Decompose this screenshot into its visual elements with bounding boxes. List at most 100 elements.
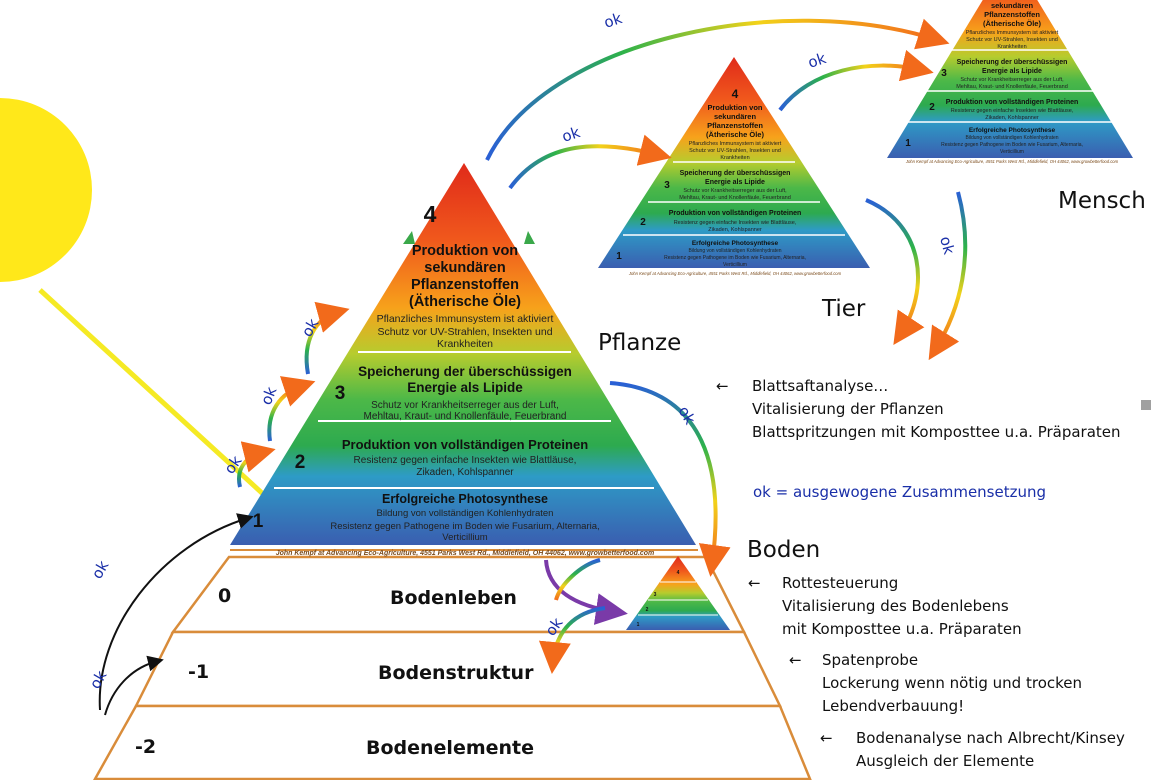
arrow-soil-down bbox=[538, 606, 606, 674]
animal-tier4-desc-3: Krankheiten bbox=[720, 155, 749, 161]
ok-label-human-down: ok bbox=[936, 234, 958, 256]
note-spaten-line-1: Spatenprobe bbox=[822, 651, 919, 669]
animal-tier1-desc-2: Resistenz gegen Pathogene im Boden wie F… bbox=[664, 255, 806, 261]
tier1-number: 1 bbox=[253, 511, 264, 532]
soil-layer-2 bbox=[93, 704, 812, 780]
note-rotte-line-1: Rottesteuerung bbox=[782, 574, 899, 592]
note-plant: Blattsaftanalyse… Vitalisierung der Pfla… bbox=[752, 375, 1121, 444]
legend-ok: ok = ausgewogene Zusammensetzung bbox=[753, 483, 1047, 501]
soil-layer-0-number: 0 bbox=[218, 585, 231, 607]
note-spaten-line-3: Lebendverbauung! bbox=[822, 697, 965, 715]
decorative-square bbox=[1141, 400, 1151, 410]
tier4-title-3: Pflanzenstoffen bbox=[411, 277, 519, 293]
human-tier4-title-3: Pflanzenstoffen bbox=[984, 10, 1040, 19]
tier3-title-2: Energie als Lipide bbox=[407, 380, 523, 395]
human-tier3-title-1: Speicherung der überschüssigen bbox=[957, 59, 1068, 66]
tier3-desc-2: Mehltau, Kraut- und Knollenfäule, Feuerb… bbox=[364, 411, 567, 422]
tier3-number: 3 bbox=[335, 383, 346, 404]
tier2-number: 2 bbox=[295, 452, 306, 473]
arrow-plant-to-soil bbox=[609, 381, 731, 577]
ok-label-tier3: ok bbox=[298, 315, 323, 340]
note-rotte-line-3: mit Komposttee u.a. Präparaten bbox=[782, 620, 1022, 638]
soil-life-tier2-number: 2 bbox=[646, 607, 649, 613]
note-boden: Bodenanalyse nach Albrecht/Kinsey Ausgle… bbox=[856, 727, 1125, 773]
human-tier4-desc-3: Krankheiten bbox=[997, 44, 1026, 50]
ok-label-soil-inner: ok bbox=[86, 667, 111, 692]
human-tier1-desc-3: Verticillium bbox=[1000, 149, 1024, 155]
note-boden-line-1: Bodenanalyse nach Albrecht/Kinsey bbox=[856, 729, 1125, 747]
soil-life-tier1-number: 1 bbox=[637, 622, 640, 628]
tier4-number: 4 bbox=[424, 201, 437, 227]
animal-tier4-title-2: sekundären bbox=[714, 112, 757, 121]
soil-life-tier4-number: 4 bbox=[677, 570, 680, 576]
animal-tier4-number: 4 bbox=[732, 87, 739, 101]
animal-tier4-title-1: Produktion von bbox=[708, 103, 763, 112]
human-tier4-desc-1: Pflanzliches Immunsystem ist aktiviert bbox=[966, 30, 1059, 36]
soil-life-tier3-number: 3 bbox=[654, 592, 657, 598]
human-tier2-desc-2: Zikaden, Kohlspanner bbox=[985, 115, 1039, 121]
black-arrow-inner bbox=[104, 655, 164, 716]
ok-arrow-3 bbox=[304, 301, 350, 375]
animal-tier4-title-4: (Ätherische Öle) bbox=[706, 130, 764, 139]
tier4-title-4: (Ätherische Öle) bbox=[409, 293, 521, 310]
human-tier3-desc-1: Schutz vor Krankheitserreger aus der Luf… bbox=[960, 77, 1064, 83]
animal-tier1-number: 1 bbox=[616, 251, 622, 262]
human-tier3-number: 3 bbox=[941, 68, 947, 79]
note-plant-line-3: Blattspritzungen mit Komposttee u.a. Prä… bbox=[752, 423, 1121, 441]
tier2-title-1: Produktion von vollständigen Proteinen bbox=[342, 437, 588, 452]
note-rotte-line-2: Vitalisierung des Bodenlebens bbox=[782, 597, 1009, 615]
tier3-desc-1: Schutz vor Krankheitserreger aus der Luf… bbox=[371, 400, 559, 411]
soil-life-pyramid bbox=[626, 556, 730, 630]
tier2-desc-2: Zikaden, Kohlspanner bbox=[416, 467, 514, 478]
human-tier1-title-1: Erfolgreiche Photosynthese bbox=[969, 127, 1056, 134]
note-plant-line-1: Blattsaftanalyse… bbox=[752, 377, 889, 395]
ok-label-plant-animal: ok bbox=[560, 123, 583, 146]
soil-layer-0-name: Bodenleben bbox=[390, 587, 517, 609]
soil-layer-1-number: -1 bbox=[188, 661, 209, 683]
tier4-desc-2: Schutz vor UV-Strahlen, Insekten und bbox=[377, 326, 552, 338]
human-pyramid bbox=[887, 0, 1133, 158]
human-tier2-number: 2 bbox=[929, 102, 935, 113]
sun bbox=[0, 98, 92, 282]
sun-ray-arrow bbox=[38, 288, 298, 526]
plant-pyramid-body bbox=[230, 163, 696, 545]
arrow-plant-to-animal bbox=[508, 134, 672, 190]
animal-tier1-title-1: Erfolgreiche Photosynthese bbox=[692, 240, 779, 247]
animal-tier3-title-1: Speicherung der überschüssigen bbox=[680, 170, 791, 177]
animal-tier3-desc-1: Schutz vor Krankheitserreger aus der Luf… bbox=[683, 188, 787, 194]
animal-tier1-desc-1: Bildung von vollständigen Kohlenhydraten bbox=[688, 248, 781, 254]
ok-arrow-2 bbox=[267, 376, 316, 442]
tier4-desc-1: Pflanzliches Immunsystem ist aktiviert bbox=[377, 313, 554, 325]
arrow-animal-down bbox=[865, 198, 925, 345]
animal-tier2-number: 2 bbox=[640, 217, 646, 228]
note-rotte-arrow: ← bbox=[748, 574, 761, 592]
note-plant-arrow: ← bbox=[716, 377, 729, 395]
ok-arrow-1 bbox=[237, 441, 276, 488]
note-spaten: Spatenprobe Lockerung wenn nötig und tro… bbox=[822, 649, 1082, 718]
human-tier1-desc-1: Bildung von vollständigen Kohlenhydraten bbox=[965, 135, 1058, 141]
label-pflanze: Pflanze bbox=[598, 330, 682, 356]
note-boden-line-2: Ausgleich der Elemente bbox=[856, 752, 1035, 770]
animal-tier2-title-1: Produktion von vollständigen Proteinen bbox=[669, 210, 802, 217]
note-rotte: Rottesteuerung Vitalisierung des Bodenle… bbox=[782, 572, 1022, 641]
arrow-plant-to-human bbox=[485, 18, 950, 161]
human-tier4-title-2: sekundären bbox=[991, 1, 1034, 10]
human-tier2-title-1: Produktion von vollständigen Proteinen bbox=[946, 99, 1079, 106]
plant-credit: John Kempf at Advancing Eco-Agriculture,… bbox=[276, 550, 655, 557]
ok-label-top: ok bbox=[602, 9, 625, 32]
tier1-desc-3: Verticillium bbox=[442, 532, 487, 543]
tier4-desc-3: Krankheiten bbox=[437, 338, 493, 350]
note-spaten-arrow: ← bbox=[789, 651, 802, 669]
human-credit: John Kempf at Advancing Eco-Agriculture,… bbox=[905, 159, 1119, 164]
arrow-human-down bbox=[928, 191, 968, 361]
animal-tier2-desc-2: Zikaden, Kohlspanner bbox=[708, 227, 762, 233]
human-tier4-desc-2: Schutz vor UV-Strahlen, Insekten und bbox=[966, 37, 1058, 43]
animal-tier2-desc-1: Resistenz gegen einfache Insekten wie Bl… bbox=[674, 220, 797, 226]
tier1-desc-2: Resistenz gegen Pathogene im Boden wie F… bbox=[330, 521, 599, 532]
ok-label-animal-human: ok bbox=[806, 49, 829, 72]
tier4-title-2: sekundären bbox=[424, 260, 505, 276]
ok-label-soil-outer: ok bbox=[88, 557, 113, 582]
animal-tier4-desc-1: Pflanzliches Immunsystem ist aktiviert bbox=[689, 141, 782, 147]
label-tier: Tier bbox=[822, 296, 866, 322]
